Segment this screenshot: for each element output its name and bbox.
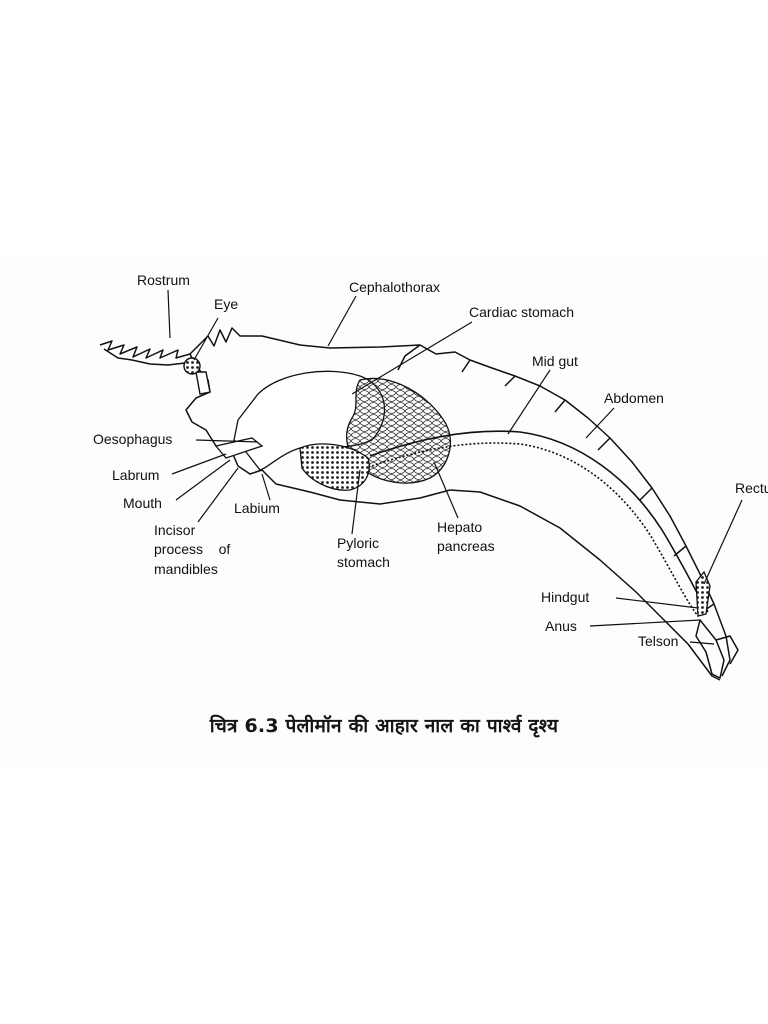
label-hindgut: Hindgut: [541, 589, 589, 605]
hepatopancreas-shape: [346, 377, 451, 484]
leader-cephalothorax: [327, 295, 357, 347]
midgut-tube-lower: [371, 442, 699, 617]
label-mouth: Mouth: [123, 495, 162, 511]
label-mid-gut: Mid gut: [532, 353, 578, 369]
label-incisor-line3: mandibles: [154, 561, 218, 577]
leader-incisor: [197, 467, 239, 523]
body-outline: [99, 327, 739, 681]
label-incisor-line2: process of: [154, 541, 230, 557]
label-telson: Telson: [638, 633, 678, 649]
figure-caption: चित्र 6.3 पेलीमॉन की आहार नाल का पार्श्व…: [209, 715, 559, 737]
rostrum-outline: [99, 340, 191, 359]
label-cardiac-stomach: Cardiac stomach: [469, 304, 574, 320]
label-hepato-line2: pancreas: [437, 538, 495, 554]
leader-labrum: [171, 453, 227, 475]
uropod-outline: [715, 635, 739, 665]
eye-icon: [183, 357, 211, 395]
leader-rectum: [703, 499, 743, 585]
label-incisor-line1: Incisor: [154, 522, 196, 538]
leader-hindgut: [615, 597, 699, 609]
leader-oesophagus: [195, 439, 259, 443]
label-anus: Anus: [545, 618, 577, 634]
label-rostrum: Rostrum: [137, 272, 190, 288]
oesophagus-tube: [214, 437, 264, 459]
telson-outline: [695, 619, 725, 679]
leader-eye: [193, 317, 219, 361]
leader-cardiac-stomach: [351, 321, 473, 395]
label-hepato-line1: Hepato: [437, 519, 482, 535]
leader-abdomen: [585, 407, 615, 439]
pyloric-stomach-shape: [299, 443, 370, 491]
leader-mouth: [175, 459, 231, 501]
leader-mid-gut: [507, 369, 551, 435]
leader-hepato: [433, 461, 459, 519]
leader-pyloric: [351, 469, 361, 535]
label-pyloric-line1: Pyloric: [337, 535, 379, 551]
rostrum-lower: [103, 348, 186, 366]
label-rectum: Rectum: [735, 480, 768, 496]
leader-telson: [689, 641, 715, 645]
carapace-dorsal: [189, 327, 421, 371]
label-pyloric-line2: stomach: [337, 554, 390, 570]
blank-bottom-area: [0, 770, 768, 1024]
label-abdomen: Abdomen: [604, 390, 664, 406]
label-oesophagus: Oesophagus: [93, 431, 172, 447]
label-cephalothorax: Cephalothorax: [349, 279, 440, 295]
blank-top-area: [0, 0, 768, 255]
labels: Rostrum Eye Cephalothorax Cardiac stomac…: [93, 272, 768, 649]
abdomen-ventral: [449, 489, 721, 681]
label-eye: Eye: [214, 296, 238, 312]
leader-anus: [589, 619, 701, 627]
rectum-shape: [695, 570, 711, 617]
abdomen-segments: [461, 359, 715, 613]
gut: [214, 370, 711, 617]
label-labium: Labium: [234, 500, 280, 516]
leader-rostrum: [167, 289, 171, 339]
leader-lines: [167, 289, 743, 645]
label-labrum: Labrum: [112, 467, 159, 483]
midgut-tube: [369, 430, 709, 613]
leader-labium: [261, 473, 271, 501]
